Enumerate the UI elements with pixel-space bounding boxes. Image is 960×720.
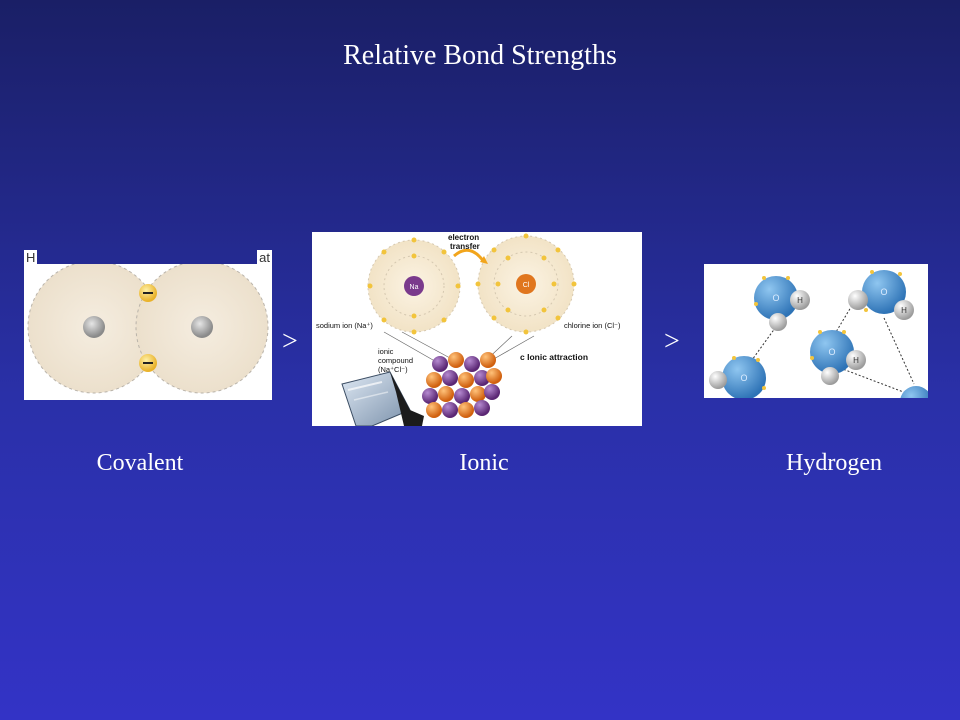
greater-than-sign: > bbox=[664, 326, 680, 357]
slide-title: Relative Bond Strengths bbox=[343, 40, 617, 71]
water-molecule: O H bbox=[848, 270, 914, 320]
nacl-lattice bbox=[422, 352, 502, 418]
sodium-symbol: Na bbox=[410, 284, 419, 291]
hydrogen-bond-image: O H O H O H O bbox=[704, 264, 928, 398]
svg-text:O: O bbox=[740, 373, 747, 383]
water-molecule: O H bbox=[754, 276, 810, 331]
caption-covalent: Covalent bbox=[96, 450, 184, 476]
svg-text:H: H bbox=[797, 296, 803, 305]
svg-text:O: O bbox=[828, 347, 835, 357]
sodium-ion-label: sodium ion (Na⁺) bbox=[316, 321, 373, 330]
caption-ionic: Ionic bbox=[459, 450, 509, 476]
covalent-label-fragment-right: at bbox=[257, 250, 272, 265]
ionic-compound-label-2: compound bbox=[378, 356, 413, 365]
chlorine-nucleus bbox=[516, 274, 536, 294]
water-molecule: O bbox=[709, 356, 766, 398]
electron-transfer-label-1: electron bbox=[448, 233, 479, 242]
water-molecule: O H bbox=[810, 330, 866, 385]
svg-text:O: O bbox=[772, 293, 779, 303]
chlorine-symbol: Cl bbox=[523, 282, 530, 289]
water-molecule bbox=[900, 386, 928, 398]
ionic-attraction-label: c Ionic attraction bbox=[520, 352, 588, 362]
chlorine-ion-label: chlorine ion (Cl⁻) bbox=[564, 321, 621, 330]
nucleus-right bbox=[191, 316, 213, 338]
svg-text:O: O bbox=[880, 287, 887, 297]
ionic-bond-image: Na Cl electron transfer sodium ion (Na⁺)… bbox=[312, 232, 642, 426]
electron-transfer-label-2: transfer bbox=[450, 242, 480, 251]
svg-text:H: H bbox=[853, 356, 859, 365]
ionic-compound-label-1: ionic bbox=[378, 347, 394, 356]
greater-than-sign: > bbox=[282, 326, 298, 357]
ionic-compound-label-3: (Na⁺Cl⁻) bbox=[378, 365, 408, 374]
covalent-bond-image bbox=[24, 264, 272, 400]
covalent-label-fragment-left: H bbox=[24, 250, 38, 265]
nucleus-left bbox=[83, 316, 105, 338]
svg-text:H: H bbox=[901, 306, 907, 315]
caption-hydrogen: Hydrogen bbox=[786, 450, 882, 476]
salt-shaker bbox=[341, 371, 424, 426]
sodium-nucleus bbox=[404, 276, 424, 296]
